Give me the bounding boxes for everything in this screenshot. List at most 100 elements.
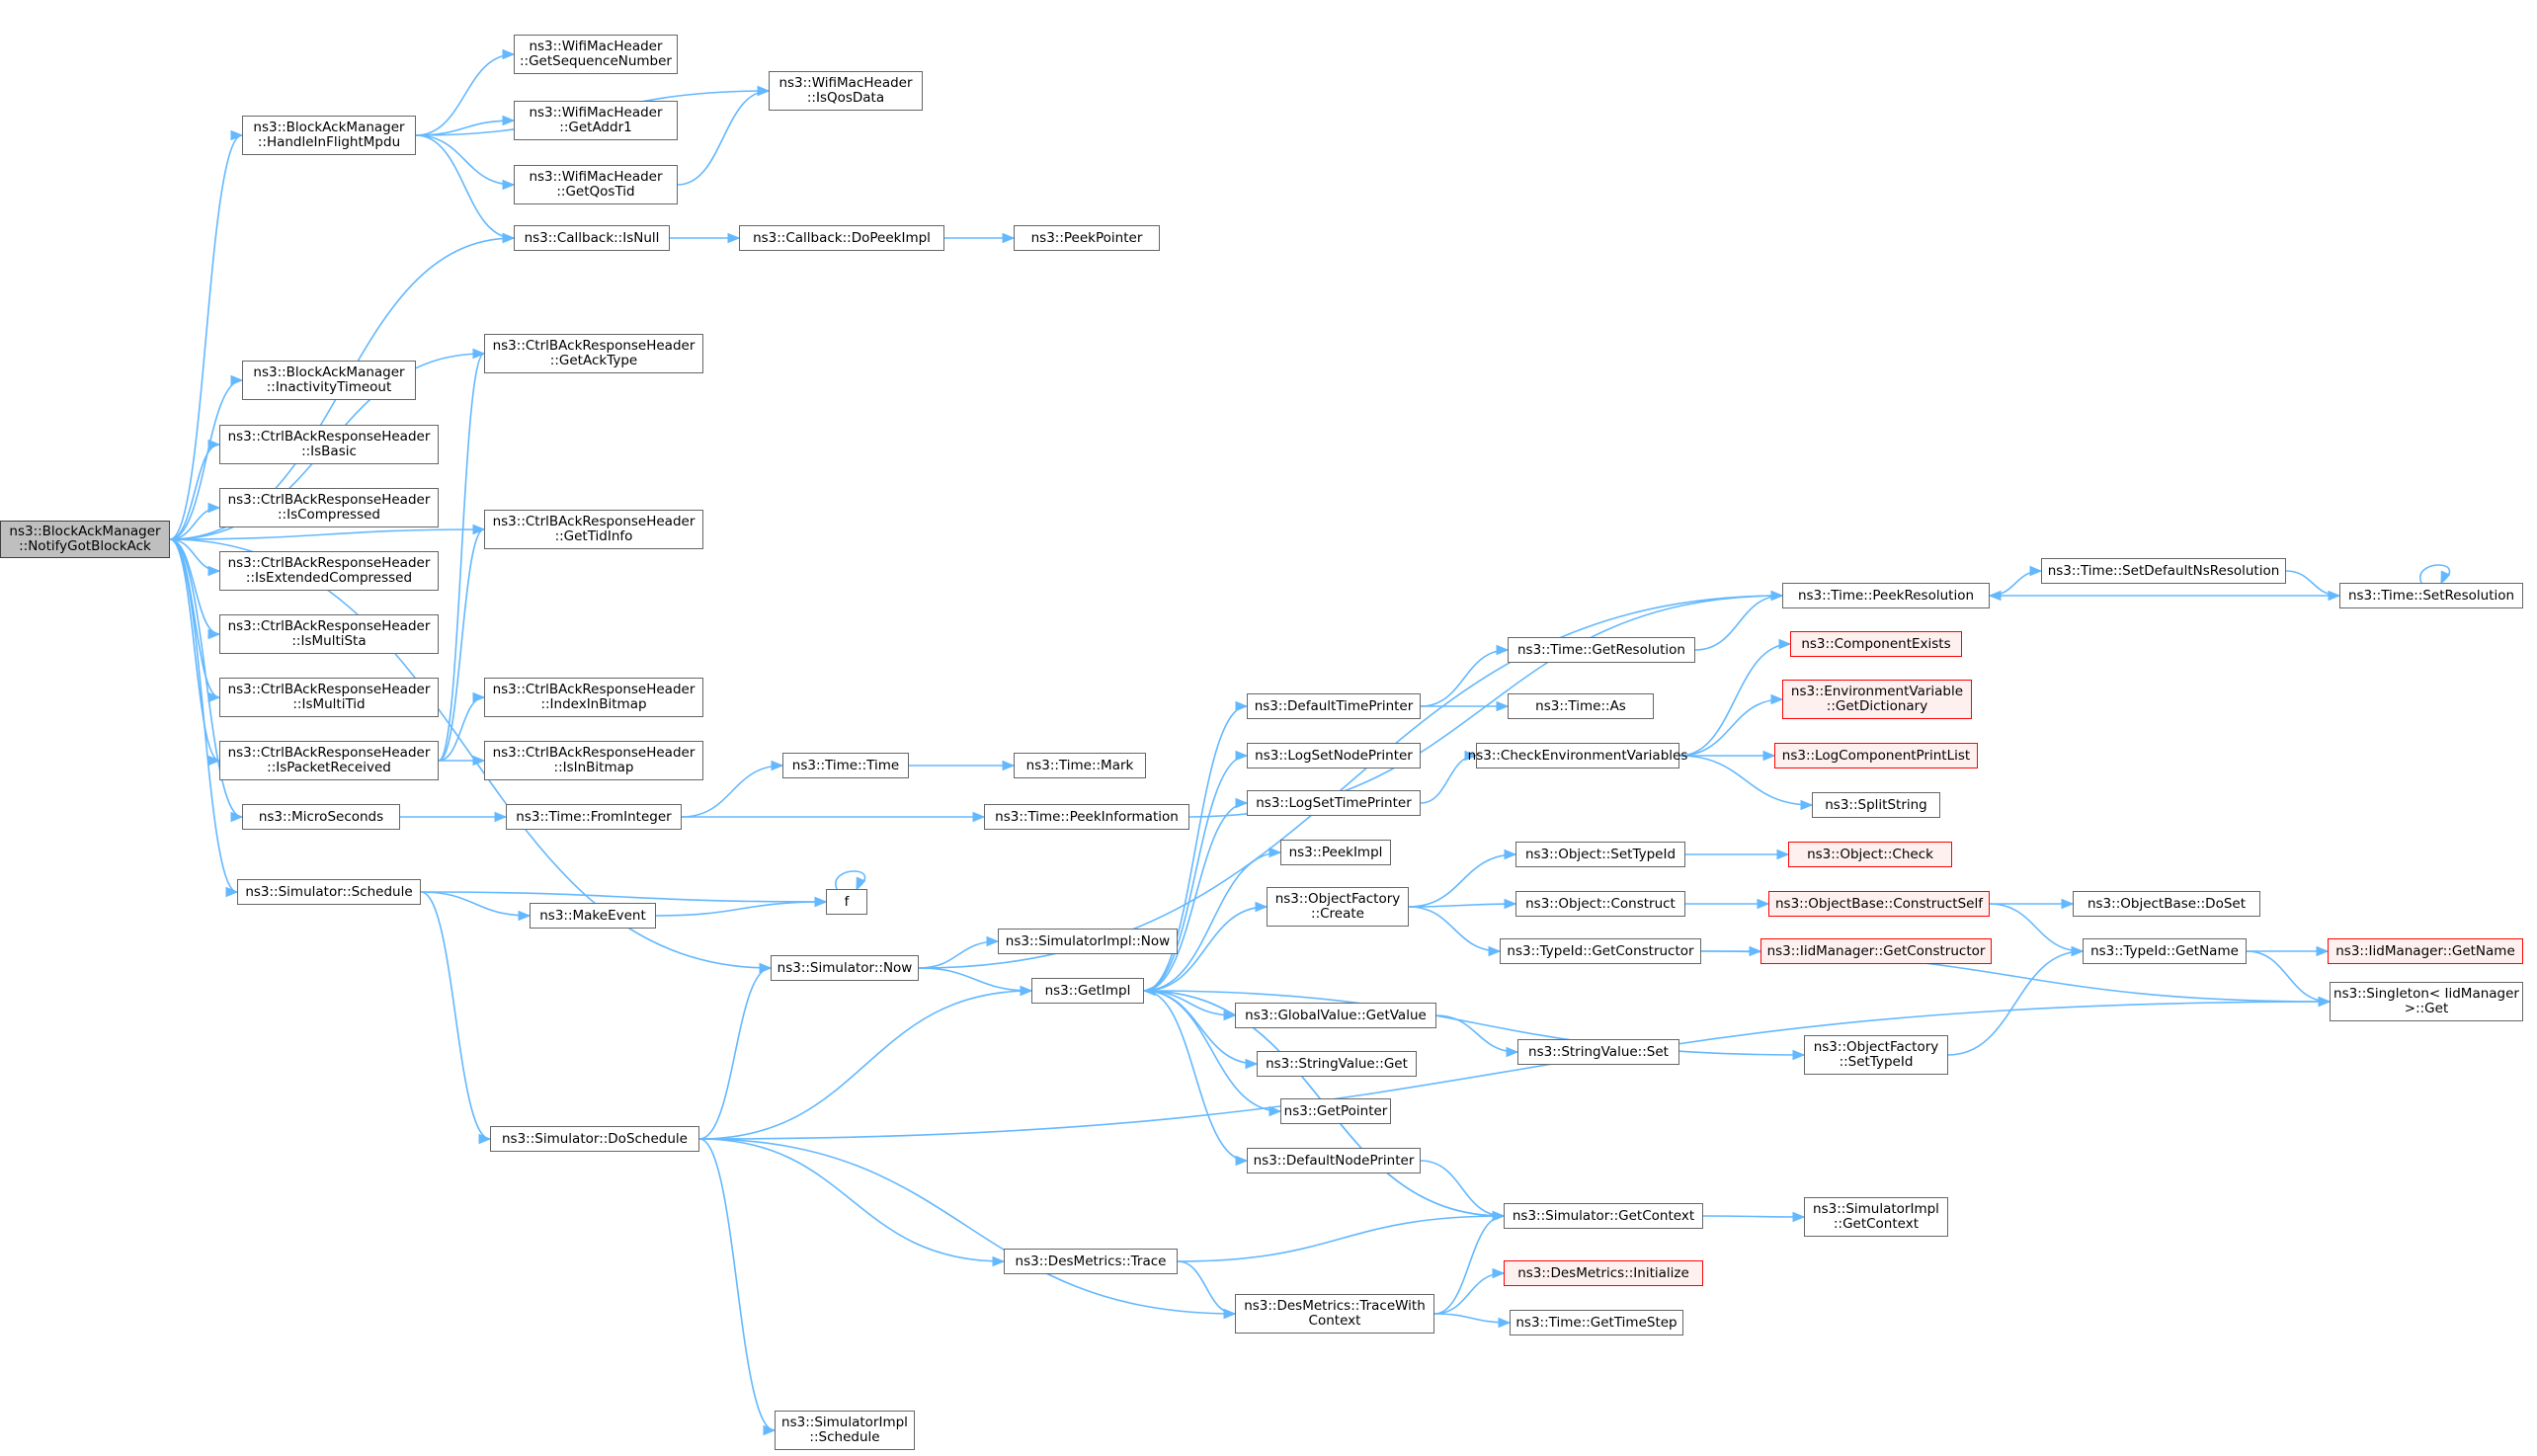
node-is-in-bitmap[interactable]: ns3::CtrlBAckResponseHeader::IsInBitmap [484, 741, 703, 780]
node-env-get-dict[interactable]: ns3::EnvironmentVariable::GetDictionary [1782, 680, 1972, 719]
node-is-packet-received[interactable]: ns3::CtrlBAckResponseHeader::IsPacketRec… [219, 741, 439, 780]
node-micro-seconds[interactable]: ns3::MicroSeconds [242, 804, 400, 830]
node-get-resolution[interactable]: ns3::Time::GetResolution [1508, 637, 1695, 663]
node-obj-base-construct-self[interactable]: ns3::ObjectBase::ConstructSelf [1768, 891, 1990, 917]
node-make-event[interactable]: ns3::MakeEvent [530, 903, 656, 929]
edge-arrowhead [502, 48, 516, 60]
node-do-schedule[interactable]: ns3::Simulator::DoSchedule [490, 1126, 699, 1152]
node-label-line: ns3::PeekImpl [1288, 844, 1383, 860]
node-get-qos-tid[interactable]: ns3::WifiMacHeader::GetQosTid [514, 165, 678, 204]
node-cb-is-null[interactable]: ns3::Callback::IsNull [514, 225, 670, 251]
node-label-line: ns3::CtrlBAckResponseHeader [227, 682, 431, 697]
node-log-comp-print-list[interactable]: ns3::LogComponentPrintList [1774, 743, 1978, 768]
edge-arrowhead [207, 502, 221, 514]
node-label-line: ns3::BlockAckManager [253, 120, 405, 135]
node-sim-impl-now[interactable]: ns3::SimulatorImpl::Now [998, 929, 1178, 954]
node-singleton-get[interactable]: ns3::Singleton< IidManager >::Get [2330, 982, 2523, 1021]
node-is-ext-compressed[interactable]: ns3::CtrlBAckResponseHeader::IsExtendedC… [219, 551, 439, 591]
node-iid-get-name[interactable]: ns3::IidManager::GetName [2328, 938, 2523, 964]
node-sim-impl-schedule[interactable]: ns3::SimulatorImpl::Schedule [775, 1411, 915, 1450]
node-get-pointer[interactable]: ns3::GetPointer [1280, 1098, 1391, 1124]
node-get-ack-type[interactable]: ns3::CtrlBAckResponseHeader::GetAckType [484, 334, 703, 373]
node-label-line: ns3::ObjectBase::ConstructSelf [1775, 895, 1983, 912]
node-get-tid-info[interactable]: ns3::CtrlBAckResponseHeader::GetTidInfo [484, 510, 703, 549]
node-default-time-printer[interactable]: ns3::DefaultTimePrinter [1247, 693, 1421, 719]
call-edge [415, 134, 515, 186]
node-obj-factory-set-type-id[interactable]: ns3::ObjectFactory::SetTypeId [1804, 1035, 1948, 1075]
node-label-line: ns3::WifiMacHeader [529, 169, 663, 185]
node-time-mark[interactable]: ns3::Time::Mark [1014, 753, 1146, 778]
node-default-node-printer[interactable]: ns3::DefaultNodePrinter [1247, 1148, 1421, 1173]
node-label-line: ns3::ObjectBase::DoSet [2087, 895, 2247, 912]
node-label-line: ns3::Time::SetDefaultNsResolution [2047, 562, 2280, 579]
node-check-env-vars[interactable]: ns3::CheckEnvironmentVariables [1468, 743, 1687, 768]
node-string-get[interactable]: ns3::StringValue::Get [1257, 1051, 1417, 1077]
call-edge [1408, 906, 1501, 952]
node-is-multi-sta[interactable]: ns3::CtrlBAckResponseHeader::IsMultiSta [219, 614, 439, 654]
node-time-as[interactable]: ns3::Time::As [1508, 693, 1654, 719]
node-type-id-get-constructor[interactable]: ns3::TypeId::GetConstructor [1500, 938, 1701, 964]
node-label-line: ns3::DesMetrics::Trace [1015, 1253, 1167, 1269]
node-set-resolution[interactable]: ns3::Time::SetResolution [2339, 583, 2523, 608]
call-edge [420, 891, 491, 1140]
node-split-string[interactable]: ns3::SplitString [1812, 792, 1940, 818]
node-obj-set-type-id[interactable]: ns3::Object::SetTypeId [1515, 842, 1685, 867]
node-is-compressed[interactable]: ns3::CtrlBAckResponseHeader::IsCompresse… [219, 488, 439, 527]
call-edge [169, 528, 485, 540]
edge-arrowhead [472, 348, 486, 360]
node-handle-in-flight[interactable]: ns3::BlockAckManager::HandleInFlightMpdu [242, 116, 416, 155]
node-obj-check[interactable]: ns3::Object::Check [1788, 842, 1952, 867]
edge-arrowhead [472, 691, 486, 703]
node-get-impl[interactable]: ns3::GetImpl [1031, 978, 1144, 1004]
node-label-line: ::GetQosTid [556, 184, 635, 200]
node-obj-construct[interactable]: ns3::Object::Construct [1515, 891, 1685, 917]
node-label-line: ns3::Time::Time [791, 757, 900, 773]
node-peek-information[interactable]: ns3::Time::PeekInformation [984, 804, 1189, 830]
node-sim-impl-get-context[interactable]: ns3::SimulatorImpl::GetContext [1804, 1197, 1948, 1237]
node-sim-schedule[interactable]: ns3::Simulator::Schedule [237, 879, 421, 905]
node-is-qos-data[interactable]: ns3::WifiMacHeader::IsQosData [769, 71, 923, 111]
edge-arrowhead [1800, 799, 1814, 811]
call-edge [1433, 1272, 1505, 1315]
node-component-exists[interactable]: ns3::ComponentExists [1790, 631, 1962, 657]
node-root[interactable]: ns3::BlockAckManager::NotifyGotBlockAck [0, 521, 170, 558]
edge-arrowhead [502, 115, 516, 126]
node-sim-now[interactable]: ns3::Simulator::Now [771, 955, 919, 981]
node-des-trace[interactable]: ns3::DesMetrics::Trace [1004, 1249, 1178, 1274]
node-string-set[interactable]: ns3::StringValue::Set [1517, 1039, 1679, 1065]
node-type-id-get-name[interactable]: ns3::TypeId::GetName [2083, 938, 2247, 964]
node-label-line: ns3::MicroSeconds [258, 808, 384, 825]
node-get-time-step[interactable]: ns3::Time::GetTimeStep [1510, 1310, 1683, 1335]
edge-arrowhead [972, 811, 986, 823]
edge-arrowhead [1770, 693, 1784, 705]
call-edge [169, 538, 243, 818]
node-des-initialize[interactable]: ns3::DesMetrics::Initialize [1504, 1260, 1703, 1286]
node-set-default-ns-res[interactable]: ns3::Time::SetDefaultNsResolution [2041, 558, 2286, 584]
node-obj-factory-create[interactable]: ns3::ObjectFactory::Create [1267, 887, 1409, 927]
edge-arrowhead [230, 374, 244, 386]
node-is-basic[interactable]: ns3::CtrlBAckResponseHeader::IsBasic [219, 425, 439, 464]
node-time-time[interactable]: ns3::Time::Time [782, 753, 909, 778]
call-edge [1143, 990, 1248, 1162]
node-label-line: ::GetTidInfo [554, 528, 633, 544]
node-cb-do-peek-impl[interactable]: ns3::Callback::DoPeekImpl [739, 225, 944, 251]
node-peek-resolution[interactable]: ns3::Time::PeekResolution [1782, 583, 1990, 608]
node-sim-get-context[interactable]: ns3::Simulator::GetContext [1504, 1203, 1703, 1229]
node-from-integer[interactable]: ns3::Time::FromInteger [506, 804, 682, 830]
node-index-in-bitmap[interactable]: ns3::CtrlBAckResponseHeader::IndexInBitm… [484, 678, 703, 717]
node-peek-pointer[interactable]: ns3::PeekPointer [1014, 225, 1160, 251]
node-peek-impl[interactable]: ns3::PeekImpl [1280, 840, 1391, 865]
node-obj-base-do-set[interactable]: ns3::ObjectBase::DoSet [2073, 891, 2260, 917]
edge-arrowhead [1792, 1049, 1806, 1061]
node-log-set-node-printer[interactable]: ns3::LogSetNodePrinter [1247, 743, 1421, 768]
node-label-line: ::IsPacketReceived [267, 760, 391, 775]
node-f[interactable]: f [826, 889, 867, 915]
node-inactivity-timeout[interactable]: ns3::BlockAckManager::InactivityTimeout [242, 361, 416, 400]
node-log-set-time-printer[interactable]: ns3::LogSetTimePrinter [1247, 790, 1421, 816]
node-global-get-value[interactable]: ns3::GlobalValue::GetValue [1235, 1003, 1436, 1028]
node-get-addr1[interactable]: ns3::WifiMacHeader::GetAddr1 [514, 101, 678, 140]
node-get-seq-num[interactable]: ns3::WifiMacHeader::GetSequenceNumber [514, 35, 678, 74]
node-iid-get-constructor[interactable]: ns3::IidManager::GetConstructor [1760, 938, 1992, 964]
node-is-multi-tid[interactable]: ns3::CtrlBAckResponseHeader::IsMultiTid [219, 678, 439, 717]
